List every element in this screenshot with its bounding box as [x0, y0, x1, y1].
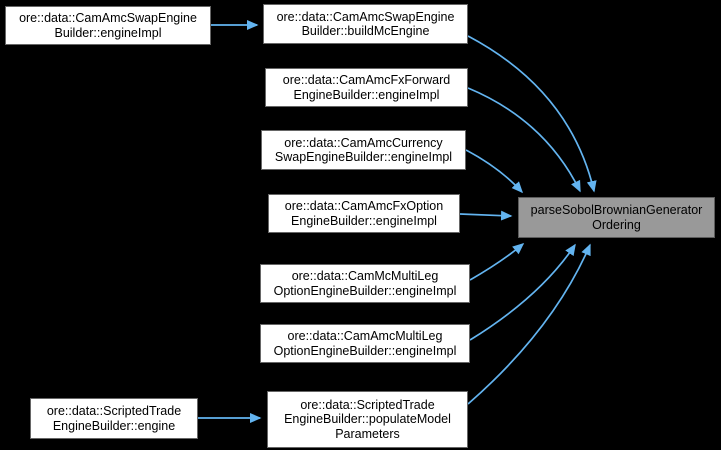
edge-cammcmultileg-to-parsesobol — [469, 243, 525, 281]
edge-fxoption-to-parsesobol — [459, 210, 513, 221]
edge-fxforward-to-parsesobol — [467, 87, 581, 193]
node-cam-amc-multi-leg-option-engine-builder-engineimpl[interactable]: ore::data::CamAmcMultiLeg OptionEngineBu… — [260, 324, 470, 363]
node-cam-amc-swap-engine-builder-engineimpl[interactable]: ore::data::CamAmcSwapEngine Builder::eng… — [5, 6, 211, 45]
node-parse-sobol-brownian-generator-ordering: parseSobolBrownianGenerator Ordering — [518, 197, 715, 238]
node-cam-amc-currency-swap-engine-builder-engineimpl[interactable]: ore::data::CamAmcCurrency SwapEngineBuil… — [261, 130, 466, 170]
node-scripted-trade-engine-builder-engine[interactable]: ore::data::ScriptedTrade EngineBuilder::… — [30, 398, 198, 439]
node-cam-amc-fx-forward-engine-builder-engineimpl[interactable]: ore::data::CamAmcFxForward EngineBuilder… — [265, 68, 468, 107]
edge-currencyswap-to-parsesobol — [465, 149, 524, 194]
edge-camamcmultileg-to-parsesobol — [469, 243, 576, 341]
node-cam-mc-multi-leg-option-engine-builder-engineimpl[interactable]: ore::data::CamMcMultiLeg OptionEngineBui… — [260, 264, 470, 303]
node-cam-amc-fx-option-engine-builder-engineimpl[interactable]: ore::data::CamAmcFxOption EngineBuilder:… — [268, 194, 460, 233]
node-cam-amc-swap-engine-builder-buildmcengine[interactable]: ore::data::CamAmcSwapEngine Builder::bui… — [263, 4, 468, 44]
edge-buildmcengine-to-parsesobol — [467, 35, 597, 193]
edge-populatemodel-to-parsesobol — [467, 243, 591, 405]
node-scripted-trade-engine-builder-populate-model-parameters[interactable]: ore::data::ScriptedTrade EngineBuilder::… — [267, 391, 468, 448]
